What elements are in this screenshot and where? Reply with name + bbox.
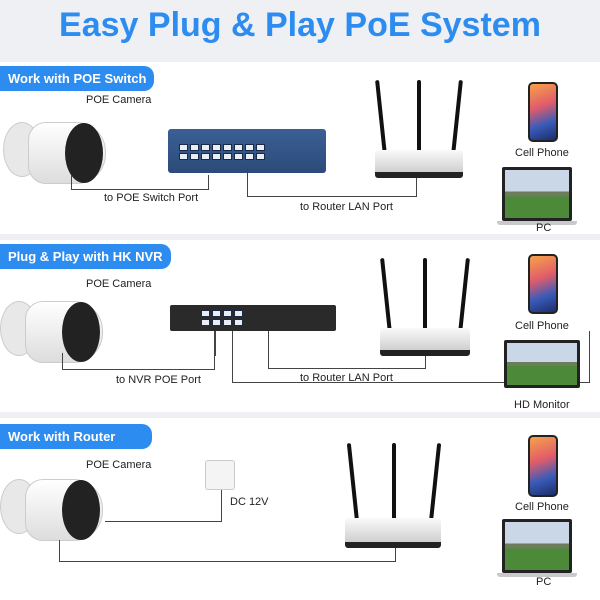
cable-nvr-monitor: [232, 331, 590, 383]
cable-camera-router: [59, 540, 396, 562]
section-tab: Work with POE Switch: [0, 66, 155, 91]
poe-switch-image: [168, 129, 326, 173]
cable-camera-switch: [71, 175, 209, 190]
section-tab: Plug & Play with HK NVR: [0, 244, 171, 269]
hd-monitor-image: [504, 340, 580, 388]
cable-segment: [214, 331, 216, 356]
page-title: Easy Plug & Play PoE System: [59, 6, 541, 44]
cell-phone-image: [528, 435, 558, 497]
cell-phone-image: [528, 254, 558, 314]
cable-switch-router: [247, 167, 417, 197]
device-label: Cell Phone: [515, 320, 569, 332]
camera-label: POE Camera: [86, 278, 152, 290]
camera-label: POE Camera: [86, 94, 152, 106]
power-label: DC 12V: [230, 496, 269, 508]
device-label: PC: [536, 222, 552, 234]
section-tab: Work with Router: [0, 424, 152, 449]
power-outlet-image: [205, 460, 235, 490]
link-label: to NVR POE Port: [116, 374, 201, 386]
camera-label: POE Camera: [86, 459, 152, 471]
section-router: Work with Router POE Camera DC 12V Cell …: [0, 418, 600, 600]
poe-camera-image: [0, 296, 105, 366]
cell-phone-image: [528, 82, 558, 142]
poe-camera-image: [0, 474, 105, 544]
section-poe-switch: Work with POE Switch POE Camera to POE S…: [0, 62, 600, 234]
device-label: HD Monitor: [514, 399, 570, 411]
nvr-image: [170, 305, 336, 331]
link-label: to Router LAN Port: [300, 372, 393, 384]
link-label: to Router LAN Port: [300, 201, 393, 213]
section-hk-nvr: Plug & Play with HK NVR POE Camera to NV…: [0, 240, 600, 412]
poe-camera-image: [3, 117, 108, 187]
cable-camera-nvr: [62, 353, 215, 370]
device-label: Cell Phone: [515, 147, 569, 159]
router-image: [380, 257, 472, 358]
power-cable: [105, 490, 222, 522]
pc-laptop-image: [497, 519, 577, 579]
device-label: PC: [536, 576, 552, 588]
device-label: Cell Phone: [515, 501, 569, 513]
link-label: to POE Switch Port: [104, 192, 199, 204]
pc-laptop-image: [497, 167, 577, 227]
router-image: [375, 79, 465, 185]
router-image: [345, 443, 443, 551]
